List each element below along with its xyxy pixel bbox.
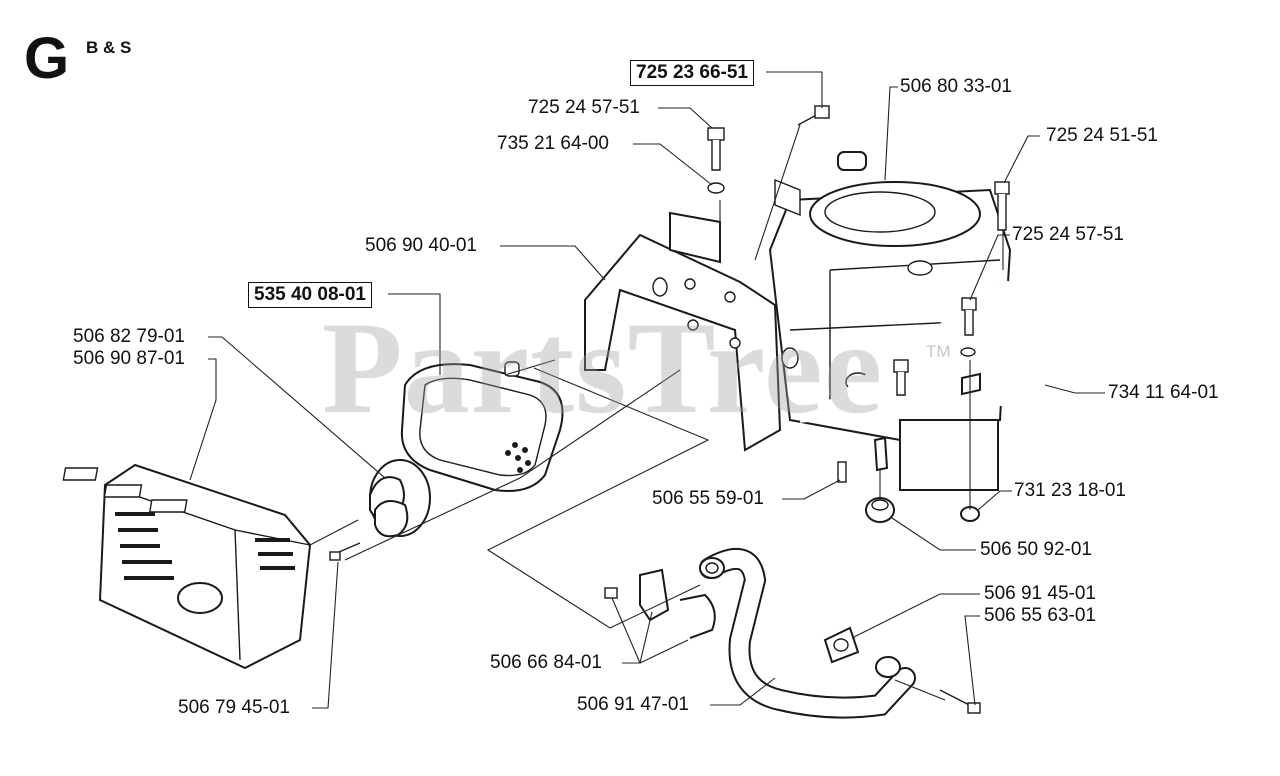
- callout-725-24-57-51-top[interactable]: 725 24 57-51: [528, 97, 640, 118]
- callout-725-24-51-51[interactable]: 725 24 51-51: [1046, 125, 1158, 146]
- watermark: PartsTree: [322, 294, 884, 441]
- muffler-drawing: [400, 361, 564, 492]
- clamp-drawing: [604, 568, 716, 639]
- watermark-trademark: TM: [926, 342, 951, 361]
- callout-731-23-18-01[interactable]: 731 23 18-01: [1014, 480, 1126, 501]
- deflector-drawing: [369, 459, 431, 538]
- callout-725-24-57-51-right[interactable]: 725 24 57-51: [1012, 224, 1124, 245]
- callout-506-79-45-01[interactable]: 506 79 45-01: [178, 697, 290, 718]
- section-subtitle: B & S: [86, 38, 132, 57]
- gasket-drawing: [823, 626, 860, 664]
- section-letter: G: [24, 26, 70, 91]
- callout-506-55-63-01[interactable]: 506 55 63-01: [984, 605, 1096, 626]
- callout-506-91-47-01[interactable]: 506 91 47-01: [577, 694, 689, 715]
- callout-725-23-66-51[interactable]: 725 23 66-51: [630, 60, 754, 86]
- callout-735-21-64-00[interactable]: 735 21 64-00: [497, 133, 609, 154]
- callout-506-80-33-01[interactable]: 506 80 33-01: [900, 76, 1012, 97]
- screw-drawing: [329, 542, 361, 561]
- muffler-shield-drawing: [62, 463, 312, 670]
- muffler-bracket-drawing: [584, 211, 782, 452]
- callout-506-82-79-01[interactable]: 506 82 79-01: [73, 326, 185, 347]
- leader-lines: [189, 71, 1105, 709]
- callout-506-91-45-01[interactable]: 506 91 45-01: [984, 583, 1096, 604]
- exhaust-pipe-drawing: [699, 548, 916, 719]
- callout-506-55-59-01[interactable]: 506 55 59-01: [652, 488, 764, 509]
- assembly-lines: [309, 124, 1004, 701]
- callout-506-66-84-01[interactable]: 506 66 84-01: [490, 652, 602, 673]
- fasteners-drawing: [707, 105, 1010, 714]
- callout-506-50-92-01[interactable]: 506 50 92-01: [980, 539, 1092, 560]
- callout-506-90-40-01[interactable]: 506 90 40-01: [365, 235, 477, 256]
- callout-734-11-64-01[interactable]: 734 11 64-01: [1108, 382, 1219, 403]
- callout-535-40-08-01[interactable]: 535 40 08-01: [248, 282, 372, 308]
- callout-506-90-87-01[interactable]: 506 90 87-01: [73, 348, 185, 369]
